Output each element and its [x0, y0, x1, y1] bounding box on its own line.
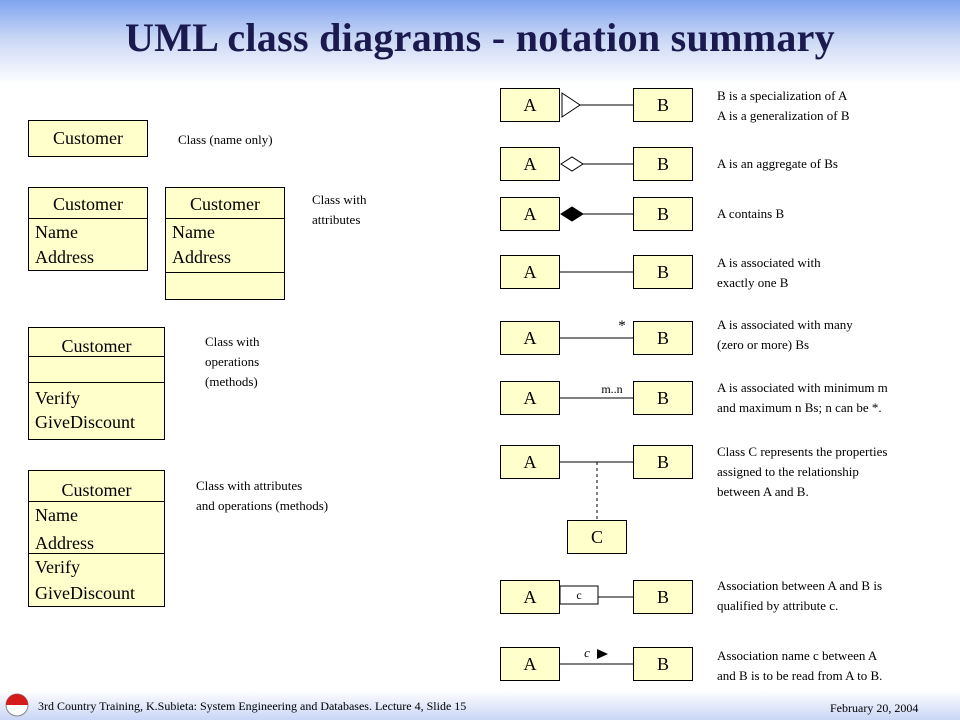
operation-verify: Verify: [29, 382, 164, 410]
footer-band: [0, 690, 960, 720]
description-named-association: Association name c between A and B is to…: [717, 648, 883, 683]
label-class-with-attributes: Class with attributes: [312, 192, 367, 227]
attribute-address: Address: [172, 247, 231, 267]
slide-title: UML class diagrams - notation summary: [125, 15, 835, 60]
description-association-one: A is associated with exactly one B: [717, 255, 821, 290]
footer-course-info: 3rd Country Training, K.Subieta: System …: [38, 699, 467, 713]
attribute-name: Name: [29, 501, 164, 527]
qualifier-box: [559, 585, 599, 605]
class-c-association-class: C: [567, 520, 627, 554]
multiplicity-many-marker: *: [618, 318, 626, 334]
class-box-with-attributes: Customer Name Address: [28, 187, 148, 271]
description-association-many: A is associated with many (zero or more)…: [717, 317, 853, 352]
class-name: Customer: [61, 336, 132, 356]
multiplicity-mn-marker: m..n: [601, 382, 623, 396]
class-b-row-2: B: [633, 147, 693, 181]
class-b-row-6: B: [633, 381, 693, 415]
class-box-name-only: Customer: [28, 120, 148, 157]
class-box-with-operations: Customer Verify GiveDiscount: [28, 327, 165, 440]
operation-verify: Verify: [29, 553, 164, 580]
generalization-triangle: [561, 92, 581, 118]
class-b-row-9: B: [633, 647, 693, 681]
label-class-with-both: Class with attributes and operations (me…: [196, 478, 329, 513]
aggregation-diamond: [560, 156, 584, 172]
association-name-label: c: [584, 645, 590, 660]
class-b-row-3: B: [633, 197, 693, 231]
class-name: Customer: [190, 194, 260, 214]
operations-compartment-empty: [166, 272, 284, 299]
class-b-row-5: B: [633, 321, 693, 355]
class-a-row-6: A: [500, 381, 560, 415]
class-name: Customer: [53, 128, 123, 148]
university-logo-icon: [5, 693, 29, 717]
class-a-row-8: A: [500, 580, 560, 614]
composition-diamond: [560, 206, 584, 222]
attributes-compartment-empty: [29, 356, 164, 382]
class-a-row-5: A: [500, 321, 560, 355]
label-class-with-operations: Class with operations (methods): [205, 334, 260, 389]
class-b-row-4: B: [633, 255, 693, 289]
class-a-row-7: A: [500, 445, 560, 479]
operation-givediscount: GiveDiscount: [35, 583, 135, 603]
attribute-address: Address: [35, 533, 94, 553]
description-association-class: Class C represents the properties assign…: [717, 444, 888, 499]
description-generalization: B is a specialization of A A is a genera…: [717, 88, 850, 123]
qualifier-attribute: c: [576, 588, 582, 602]
class-a-row-4: A: [500, 255, 560, 289]
reading-direction-arrow: [597, 649, 608, 659]
title-band: [0, 0, 960, 84]
class-box-attributes-empty-ops: Customer Name Address: [165, 187, 285, 300]
footer-date: February 20, 2004: [830, 701, 919, 715]
description-association-mn: A is associated with minimum m and maxim…: [717, 380, 888, 415]
operation-givediscount: GiveDiscount: [35, 412, 135, 432]
class-a-row-2: A: [500, 147, 560, 181]
description-qualified-association: Association between A and B is qualified…: [717, 578, 883, 613]
attribute-address: Address: [35, 247, 94, 267]
attribute-name: Name: [166, 218, 284, 245]
attribute-name: Name: [29, 218, 147, 245]
class-b-row-1: B: [633, 88, 693, 122]
class-a-row-3: A: [500, 197, 560, 231]
class-name: Customer: [53, 194, 123, 214]
class-name: Customer: [61, 480, 132, 500]
description-composition: A contains B: [717, 206, 785, 221]
class-box-with-both: Customer Name Address Verify GiveDiscoun…: [28, 470, 165, 607]
class-a-row-1: A: [500, 88, 560, 122]
class-b-row-7: B: [633, 445, 693, 479]
class-b-row-8: B: [633, 580, 693, 614]
class-a-row-9: A: [500, 647, 560, 681]
label-class-name-only: Class (name only): [178, 132, 273, 147]
description-aggregation: A is an aggregate of Bs: [717, 156, 838, 171]
